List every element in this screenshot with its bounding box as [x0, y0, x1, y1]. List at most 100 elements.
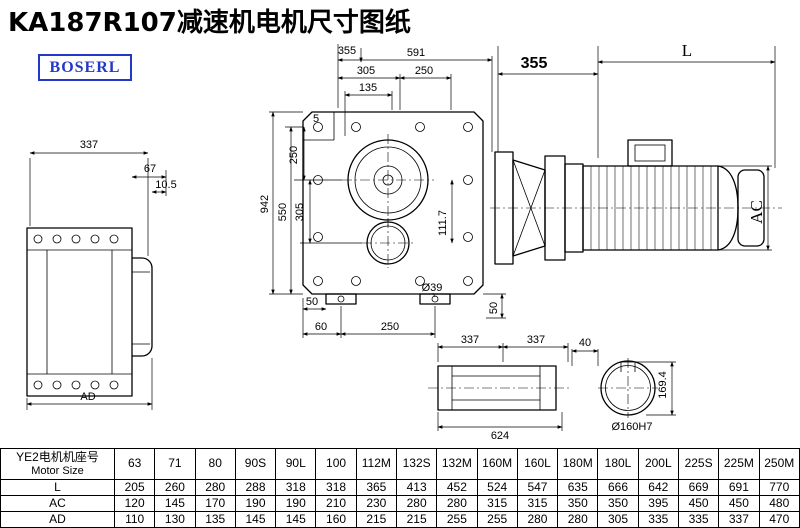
motor-size-col: 80	[194, 448, 236, 480]
front-view-body	[302, 111, 484, 295]
dim-value-cell: 452	[436, 479, 478, 496]
motor-size-col: 180L	[597, 448, 639, 480]
dim-value-cell: 450	[718, 495, 760, 512]
dim-value-cell: 110	[113, 511, 156, 528]
dim-value-cell: 335	[677, 511, 720, 528]
dim-value-cell: 315	[516, 495, 559, 512]
motor-size-col: 112M	[355, 448, 397, 480]
dim-value-cell: 135	[194, 511, 236, 528]
motor-size-header: YE2电机机座号 Motor Size	[0, 448, 115, 480]
dim-value-cell: 395	[637, 495, 679, 512]
motor-size-col: 71	[154, 448, 196, 480]
dim-front-135: 135	[359, 82, 377, 94]
shaft-bore-outer	[600, 360, 656, 416]
dim-value-cell: 318	[315, 479, 357, 496]
motor-size-col: 180M	[557, 448, 599, 480]
dim-front-left-250: 250	[288, 146, 300, 164]
shaft-section-view: 169.4 Ø160H7	[598, 358, 676, 433]
dim-value-cell: 280	[516, 511, 559, 528]
motor-size-col: 132M	[436, 448, 478, 480]
motor-size-header-cn: YE2电机机座号	[16, 449, 99, 464]
front-view-bolt-holes	[313, 122, 473, 286]
dim-shaft-624: 624	[491, 430, 509, 442]
dim-value-cell: 350	[557, 495, 599, 512]
motor-side-view: 355 L AC	[490, 41, 782, 265]
row-label: L	[0, 479, 115, 496]
dim-motor-355: 355	[521, 55, 548, 72]
dim-shaft-169-4: 169.4	[657, 371, 669, 399]
dim-value-cell: 770	[758, 479, 800, 496]
motor-size-col: 100	[315, 448, 357, 480]
dim-value-cell: 160	[315, 511, 357, 528]
dim-value-cell: 260	[154, 479, 196, 496]
mounting-feet	[325, 293, 451, 305]
row-label: AC	[0, 495, 115, 512]
dim-value-cell: 669	[677, 479, 720, 496]
dim-value-cell: 524	[476, 479, 518, 496]
dim-side-AD: AD	[80, 391, 95, 403]
dim-side-67: 67	[144, 163, 156, 175]
motor-size-col: 160M	[476, 448, 518, 480]
motor-size-col: 225S	[677, 448, 720, 480]
dim-shaft-40: 40	[579, 337, 591, 349]
dim-value-cell: 205	[113, 479, 156, 496]
dim-value-cell: 635	[557, 479, 599, 496]
dim-value-cell: 450	[677, 495, 720, 512]
motor-size-col: 132S	[395, 448, 438, 480]
dim-front-942: 942	[259, 195, 271, 213]
dim-value-cell: 350	[597, 495, 639, 512]
technical-drawing: 337 67 10.5 AD	[26, 41, 782, 442]
dim-value-cell: 120	[113, 495, 156, 512]
dim-value-cell: 255	[436, 511, 478, 528]
dim-side-10-5: 10.5	[155, 179, 176, 191]
side-view-bolt-holes	[33, 234, 119, 390]
motor-fins	[590, 166, 712, 250]
motor-size-col: 160L	[516, 448, 559, 480]
brand-logo: BOSERL	[38, 54, 132, 81]
page-title: KA187R107减速机电机尺寸图纸	[8, 8, 411, 38]
dim-value-cell: 230	[355, 495, 397, 512]
dim-front-250-bottom: 250	[381, 321, 399, 333]
brand-logo-text: BOSERL	[49, 58, 121, 76]
dim-value-cell: 691	[718, 479, 760, 496]
side-view-shaft-housing	[132, 257, 153, 357]
dim-value-cell: 280	[436, 495, 478, 512]
dim-shaft-337-right: 337	[527, 334, 545, 346]
lower-bore	[362, 218, 414, 268]
dim-value-cell: 365	[355, 479, 397, 496]
dim-value-cell: 210	[315, 495, 357, 512]
dim-value-cell: 145	[154, 495, 196, 512]
dim-value-cell: 190	[234, 495, 277, 512]
dim-front-50-left: 50	[306, 296, 318, 308]
dim-value-cell: 255	[476, 511, 518, 528]
terminal-box	[627, 139, 673, 167]
dim-front-111-7: 111.7	[437, 210, 449, 236]
dim-value-cell: 280	[557, 511, 599, 528]
dim-motor-L: L	[682, 41, 692, 60]
dim-shaft-337-left: 337	[461, 334, 479, 346]
motor-size-col: 90L	[275, 448, 317, 480]
dim-front-left-305: 305	[294, 203, 306, 221]
dim-value-cell: 170	[194, 495, 236, 512]
dim-front-550: 550	[277, 203, 289, 221]
dim-front-60: 60	[315, 321, 327, 333]
dim-value-cell: 547	[516, 479, 559, 496]
dim-value-cell: 642	[637, 479, 679, 496]
dim-value-cell: 666	[597, 479, 639, 496]
dim-value-cell: 318	[275, 479, 317, 496]
dim-front-5: 5	[313, 113, 319, 125]
dim-value-cell: 305	[597, 511, 639, 528]
motor-size-col: 90S	[234, 448, 277, 480]
dim-value-cell: 145	[234, 511, 277, 528]
output-bore	[342, 134, 434, 226]
dim-front-250: 250	[415, 65, 433, 77]
motor-size-header-en: Motor Size	[31, 464, 84, 477]
dim-value-cell: 480	[758, 495, 800, 512]
dim-value-cell: 215	[395, 511, 438, 528]
motor-size-col: 225M	[718, 448, 760, 480]
